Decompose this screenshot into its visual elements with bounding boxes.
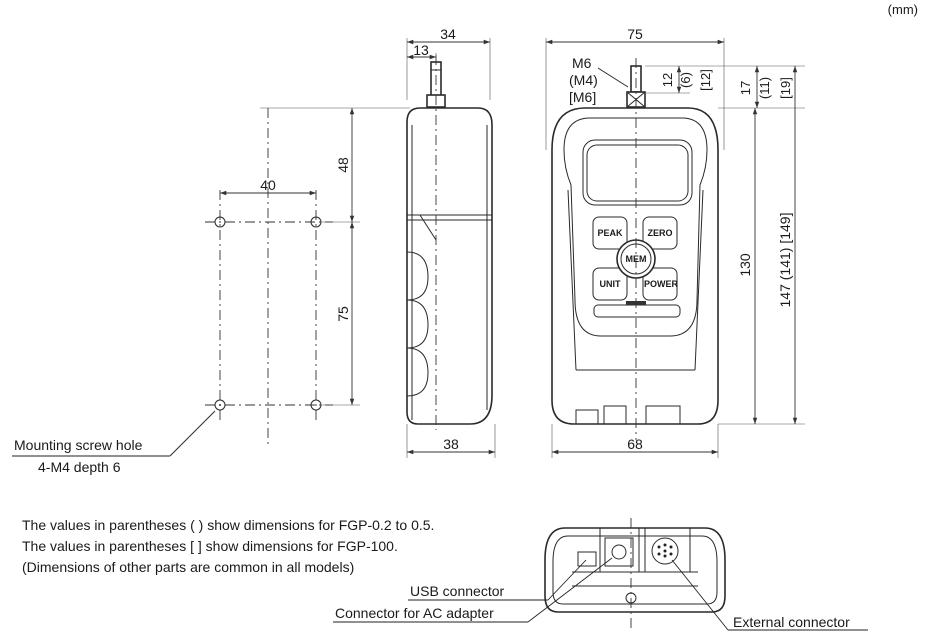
side-body bbox=[406, 107, 493, 425]
mounting-hole bbox=[214, 216, 226, 228]
front-view: PEAK ZERO UNIT POWER MEM 75 68 M6 (M4) [… bbox=[545, 26, 805, 458]
peak-button bbox=[592, 216, 628, 250]
unit-button bbox=[592, 267, 628, 301]
ac-port bbox=[604, 537, 634, 567]
zero-button bbox=[642, 216, 678, 250]
dim-shaft-length-bracket: [12] bbox=[698, 69, 713, 91]
dim-side-width-top: 34 bbox=[440, 26, 456, 42]
thread-spec: M6 bbox=[572, 55, 592, 71]
mounting-pattern: 40 48 75 Mounting screw hole 4-M4 depth … bbox=[12, 107, 410, 475]
usb-connector-label: USB connector bbox=[410, 583, 504, 599]
mounting-hole-label: Mounting screw hole bbox=[14, 437, 143, 453]
units-label: (mm) bbox=[887, 2, 918, 17]
dim-tip-length-bracket: [19] bbox=[778, 77, 793, 99]
dim-shaft-length: 12 bbox=[660, 73, 675, 87]
dim-hole-spacing-vertical: 75 bbox=[335, 306, 351, 322]
dim-front-width-top: 75 bbox=[627, 26, 643, 42]
dim-tip-length: 17 bbox=[738, 81, 753, 95]
mounting-hole bbox=[214, 399, 226, 411]
external-connector-label: External connector bbox=[733, 614, 850, 630]
dim-side-shaft-offset: 13 bbox=[413, 42, 429, 58]
mounting-hole bbox=[310, 216, 322, 228]
mounting-hole-spec: 4-M4 depth 6 bbox=[38, 459, 121, 475]
note-line: (Dimensions of other parts are common in… bbox=[22, 559, 355, 575]
note-line: The values in parentheses [ ] show dimen… bbox=[22, 538, 398, 554]
dim-shaft-length-paren: (6) bbox=[678, 72, 693, 88]
notes-block: The values in parentheses ( ) show dimen… bbox=[22, 515, 434, 578]
dim-total-height: 147 (141) [149] bbox=[777, 213, 793, 308]
zero-button-label: ZERO bbox=[647, 228, 672, 238]
thread-spec-bracket: [M6] bbox=[569, 89, 596, 105]
unit-button-label: UNIT bbox=[600, 279, 621, 289]
power-button-label: POWER bbox=[644, 279, 679, 289]
bottom-view: USB connector Connector for AC adapter E… bbox=[333, 518, 868, 632]
dim-body-height: 130 bbox=[737, 253, 753, 277]
thread-spec-paren: (M4) bbox=[569, 72, 598, 88]
peak-button-label: PEAK bbox=[597, 228, 623, 238]
dim-front-width-bottom: 68 bbox=[627, 436, 643, 452]
bottom-body bbox=[544, 527, 726, 613]
dim-tip-length-paren: (11) bbox=[757, 77, 772, 99]
ac-adapter-label: Connector for AC adapter bbox=[335, 605, 494, 621]
note-line: The values in parentheses ( ) show dimen… bbox=[22, 517, 435, 533]
dim-upper-offset: 48 bbox=[335, 157, 351, 173]
dim-hole-spacing-horizontal: 40 bbox=[260, 177, 276, 193]
power-button bbox=[642, 267, 678, 301]
side-view: 34 13 38 bbox=[406, 26, 496, 458]
display-window bbox=[582, 139, 693, 206]
external-port bbox=[651, 537, 679, 565]
dim-side-width-bottom: 38 bbox=[443, 436, 459, 452]
usb-port bbox=[577, 551, 597, 567]
mounting-hole bbox=[310, 399, 322, 411]
